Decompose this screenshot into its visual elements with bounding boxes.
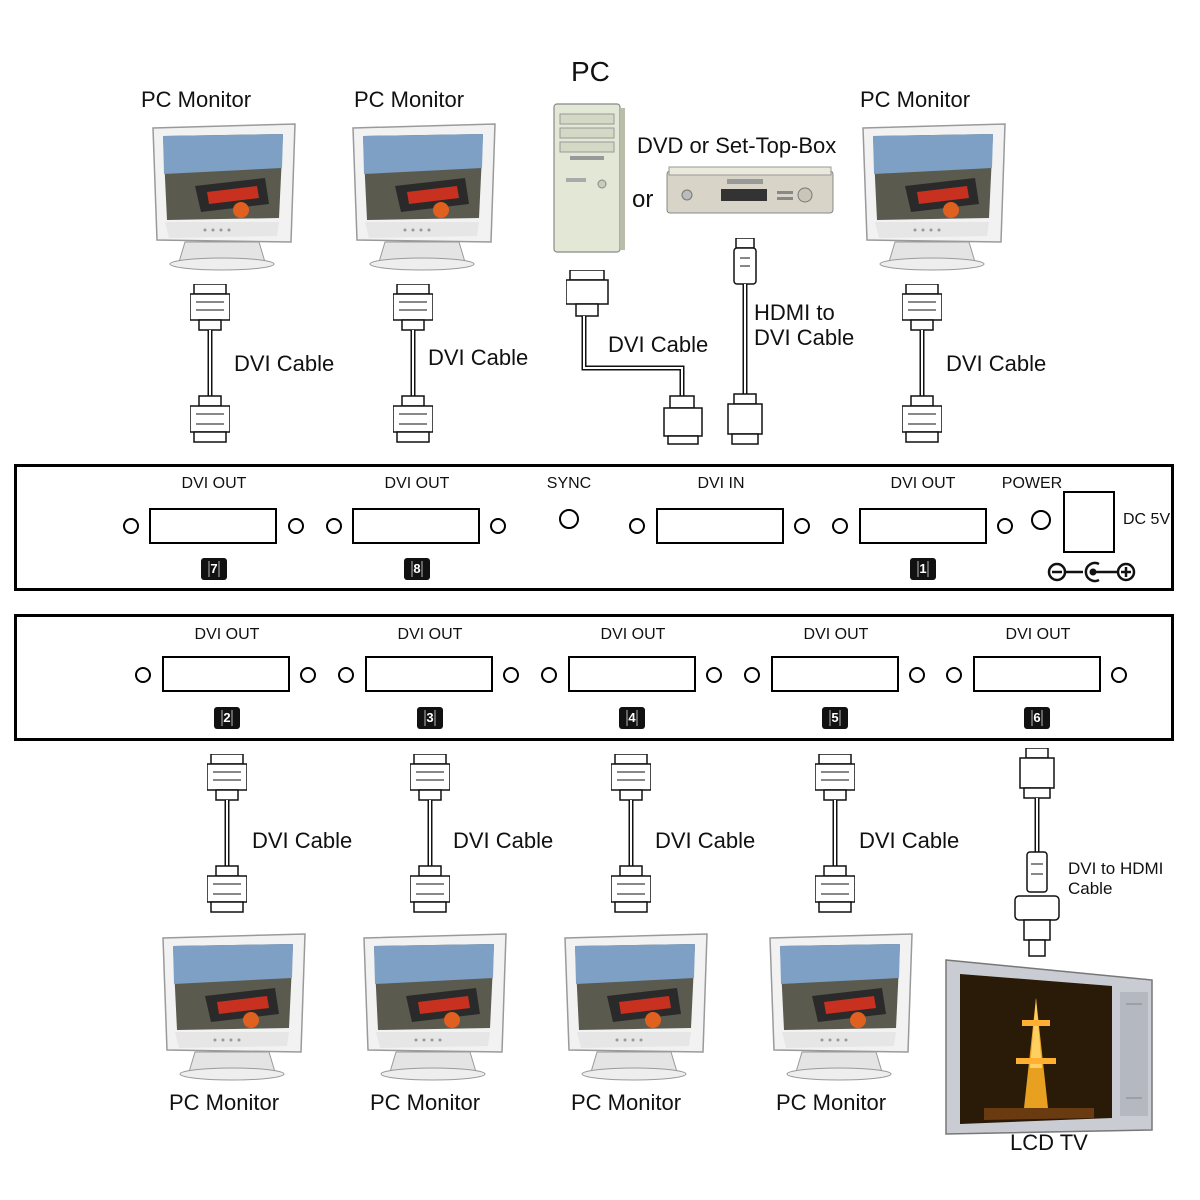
dvi-cable-label-bottom-4: DVI Cable xyxy=(859,828,960,853)
port-3-badge: 3 xyxy=(417,707,443,729)
crt-monitor-icon xyxy=(155,932,310,1082)
port-7-badge: 7 xyxy=(201,558,227,580)
dvi-out-port-8[interactable] xyxy=(352,508,480,544)
dvi-out-port-5[interactable] xyxy=(771,656,899,692)
dc-polarity-icon xyxy=(1047,561,1136,583)
screw xyxy=(123,518,139,534)
dvi-connector-icon xyxy=(409,753,451,914)
port-4-label: DVI OUT xyxy=(600,626,666,643)
screw xyxy=(909,667,925,683)
dvi-connector-icon xyxy=(814,753,856,914)
screw xyxy=(832,518,848,534)
port-6-badge: 6 xyxy=(1024,707,1050,729)
top-panel: DVI OUT 7 DVI OUT 8 SYNC DVI IN DVI OUT … xyxy=(14,464,1174,591)
screw xyxy=(1111,667,1127,683)
dvi-out-port-3[interactable] xyxy=(365,656,493,692)
monitor-label-bottom-4: PC Monitor xyxy=(776,1090,887,1115)
power-led xyxy=(1031,510,1051,530)
hdmi-connector-icon xyxy=(727,238,763,445)
screw xyxy=(503,667,519,683)
port-2-label: DVI OUT xyxy=(194,626,260,643)
pc-label: PC xyxy=(571,56,610,87)
crt-monitor-icon xyxy=(345,122,500,272)
port-1-badge: 1 xyxy=(910,558,936,580)
crt-monitor-icon xyxy=(855,122,1010,272)
screw xyxy=(326,518,342,534)
screw xyxy=(629,518,645,534)
crt-monitor-icon xyxy=(762,932,917,1082)
dc-label: DC 5V xyxy=(1123,511,1171,528)
dvi-in-label: DVI IN xyxy=(697,475,745,492)
monitor-label-top-2: PC Monitor xyxy=(354,87,465,112)
hdmi-connector-icon xyxy=(1014,748,1060,957)
dvi-connector-icon xyxy=(189,283,231,444)
dvd-player-icon xyxy=(666,166,834,214)
dvi-cable-label-bottom-3: DVI Cable xyxy=(655,828,756,853)
dvi-out-port-7[interactable] xyxy=(149,508,277,544)
monitor-label-top-1: PC Monitor xyxy=(141,87,252,112)
dvi-cable-label-top-1: DVI Cable xyxy=(234,351,335,376)
dc-power-jack[interactable] xyxy=(1063,491,1115,553)
dvi-connector-icon xyxy=(901,283,943,444)
port-8-label: DVI OUT xyxy=(384,475,450,492)
or-label: or xyxy=(632,186,654,213)
dvi-connector-icon xyxy=(610,753,652,914)
dvi-cable-label-top-4: DVI Cable xyxy=(946,351,1047,376)
dvi-cable-label-top-2: DVI Cable xyxy=(428,345,529,370)
monitor-label-bottom-3: PC Monitor xyxy=(571,1090,682,1115)
dvi-out-port-6[interactable] xyxy=(973,656,1101,692)
screw xyxy=(300,667,316,683)
screw xyxy=(541,667,557,683)
port-7-label: DVI OUT xyxy=(181,475,247,492)
dvi-cable-label-bottom-2: DVI Cable xyxy=(453,828,554,853)
port-6-label: DVI OUT xyxy=(1005,626,1071,643)
hdmi-to-dvi-label: HDMI to DVI Cable xyxy=(754,300,855,351)
dvi-connector-icon xyxy=(566,270,703,445)
sync-jack[interactable] xyxy=(559,509,579,529)
dvi-cable-label-bottom-1: DVI Cable xyxy=(252,828,353,853)
port-5-badge: 5 xyxy=(822,707,848,729)
port-5-label: DVI OUT xyxy=(803,626,869,643)
screw xyxy=(135,667,151,683)
crt-monitor-icon xyxy=(557,932,712,1082)
port-2-badge: 2 xyxy=(214,707,240,729)
dvi-out-port-2[interactable] xyxy=(162,656,290,692)
screw xyxy=(490,518,506,534)
screw xyxy=(744,667,760,683)
pc-tower-icon xyxy=(553,103,625,253)
port-4-badge: 4 xyxy=(619,707,645,729)
dvi-out-port-1[interactable] xyxy=(859,508,987,544)
dvi-connector-icon xyxy=(206,753,248,914)
screw xyxy=(794,518,810,534)
crt-monitor-icon xyxy=(145,122,300,272)
screw xyxy=(338,667,354,683)
lcd-tv-icon xyxy=(945,959,1153,1135)
dvi-cable-label-top-3: DVI Cable xyxy=(608,332,709,357)
sync-label: SYNC xyxy=(546,475,592,492)
monitor-label-bottom-2: PC Monitor xyxy=(370,1090,481,1115)
dvi-in-port[interactable] xyxy=(656,508,784,544)
bottom-panel: DVI OUT 2 DVI OUT 3 DVI OUT 4 DVI OUT 5 … xyxy=(14,614,1174,741)
dvi-out-port-4[interactable] xyxy=(568,656,696,692)
monitor-label-top-3: PC Monitor xyxy=(860,87,971,112)
screw xyxy=(288,518,304,534)
lcd-tv-label: LCD TV xyxy=(1010,1130,1088,1155)
monitor-label-bottom-1: PC Monitor xyxy=(169,1090,280,1115)
power-label: POWER xyxy=(1001,475,1063,492)
dvd-label: DVD or Set-Top-Box xyxy=(637,133,837,158)
dvi-connector-icon xyxy=(392,283,434,444)
port-1-label: DVI OUT xyxy=(890,475,956,492)
screw xyxy=(706,667,722,683)
port-8-badge: 8 xyxy=(404,558,430,580)
screw xyxy=(946,667,962,683)
dvi-to-hdmi-label: DVI to HDMI Cable xyxy=(1068,859,1164,898)
screw xyxy=(997,518,1013,534)
crt-monitor-icon xyxy=(356,932,511,1082)
port-3-label: DVI OUT xyxy=(397,626,463,643)
